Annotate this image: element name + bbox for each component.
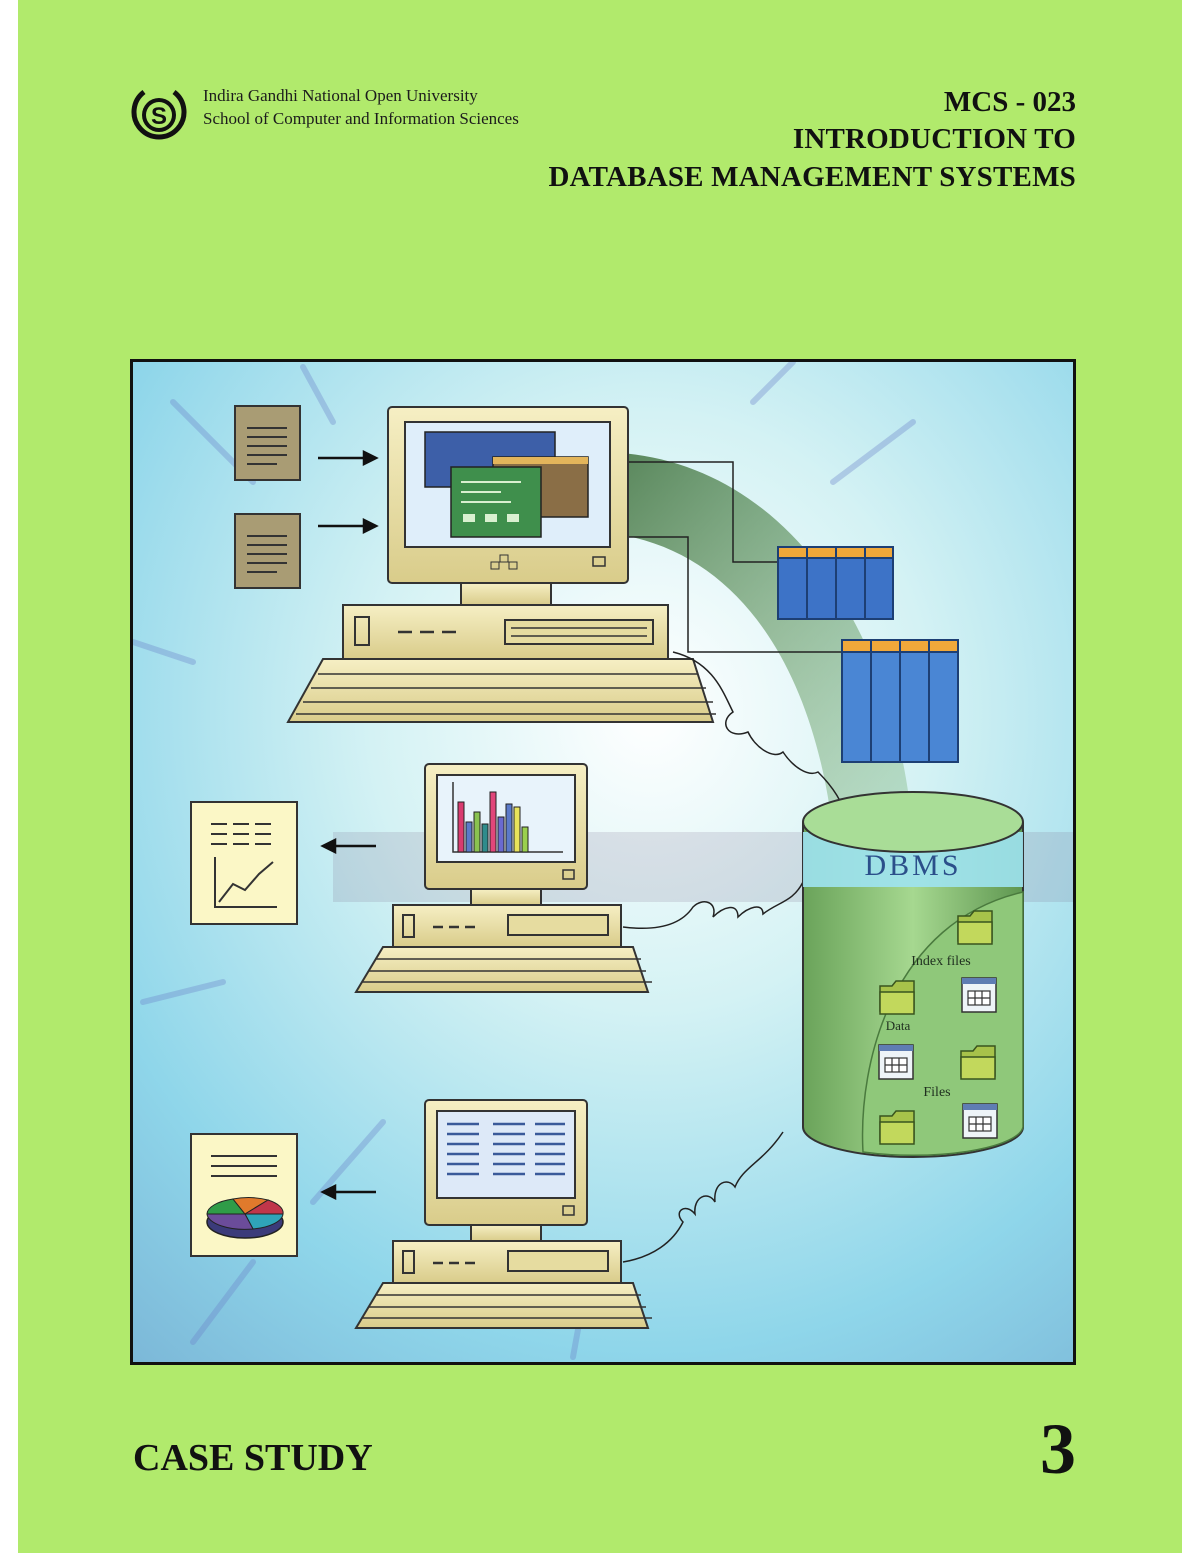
files-label: Files [923, 1085, 950, 1100]
computer-report [354, 1099, 652, 1329]
dbms-label: DBMS [864, 849, 961, 882]
dbms-cylinder [802, 791, 1024, 1158]
svg-text:S: S [151, 103, 167, 130]
folder-icon [879, 980, 915, 1015]
document-icon [234, 405, 301, 481]
folder-icon [960, 1045, 996, 1080]
index-files-label: Index files [911, 954, 970, 969]
report-pie-icon [190, 1133, 298, 1257]
section-label: CASE STUDY [133, 1437, 373, 1479]
institution-line-1: Indira Gandhi National Open University [203, 86, 478, 105]
arrow-icon [318, 449, 379, 535]
document-icon [234, 513, 301, 589]
folder-icon [957, 910, 993, 945]
arrow-icon [320, 837, 376, 1201]
course-code: MCS - 023 [943, 86, 1076, 118]
institution-name: Indira Gandhi National Open University S… [203, 84, 519, 130]
table-icon-1 [777, 546, 894, 620]
cover-illustration: DBMS Index files Data Files [130, 359, 1076, 1365]
computer-chart [354, 763, 652, 993]
file-grid-icon [878, 1044, 914, 1080]
table-icon-2 [841, 639, 959, 763]
computer-main [286, 406, 716, 723]
course-title-block: MCS - 023 INTRODUCTION TO DATABASE MANAG… [549, 84, 1077, 196]
cable [622, 651, 849, 1263]
course-title-line-1: INTRODUCTION TO [792, 123, 1076, 155]
folder-icon [879, 1110, 915, 1145]
data-flow-arc [598, 452, 913, 832]
data-label: Data [886, 1018, 911, 1033]
institution-line-2: School of Computer and Information Scien… [203, 109, 519, 128]
file-grid-icon [961, 977, 997, 1013]
report-chart-icon [190, 801, 298, 925]
course-title-line-2: DATABASE MANAGEMENT SYSTEMS [548, 161, 1076, 193]
file-grid-icon [962, 1103, 998, 1139]
unit-number: 3 [1040, 1409, 1076, 1489]
ignou-logo-icon: S [131, 90, 187, 140]
